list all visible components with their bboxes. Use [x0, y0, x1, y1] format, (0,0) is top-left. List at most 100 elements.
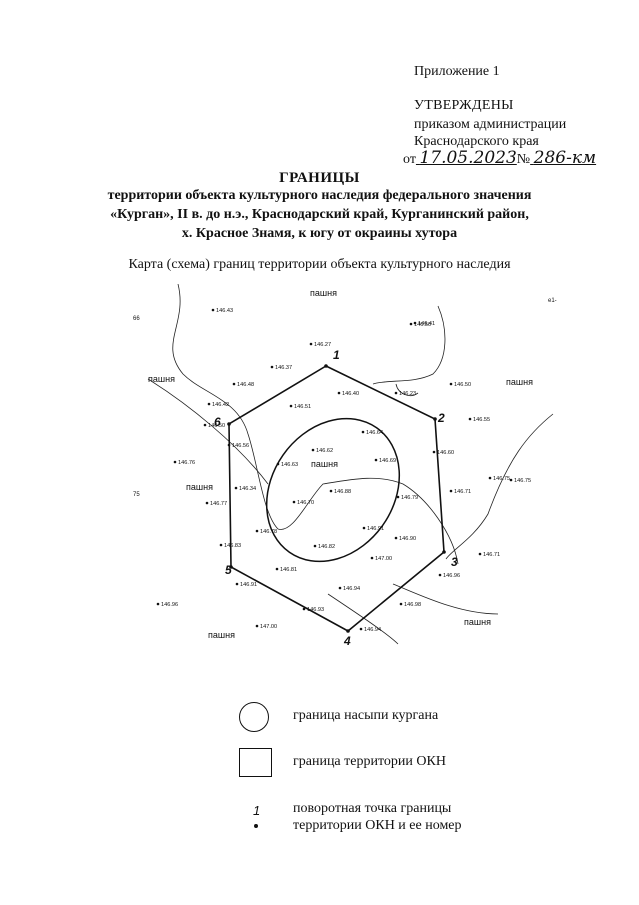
elevation-dot — [232, 382, 236, 386]
elevation-label: 146.50 — [208, 423, 225, 429]
elevation-dot — [337, 391, 341, 395]
elevation-dot — [275, 567, 279, 571]
elevation-dot — [488, 476, 492, 480]
elevation-label: 146.55 — [473, 417, 490, 423]
elevation-dot — [478, 552, 482, 556]
contour-line-main — [172, 284, 459, 565]
elevation-label: 146.98 — [404, 602, 421, 608]
turning-point-number: 1 — [333, 348, 340, 362]
contour-lines — [147, 284, 554, 645]
turning-point-number: 4 — [343, 634, 351, 648]
approval-date-line: от 17.05.2023№ 286-км — [403, 148, 596, 168]
elevation-label: 146.71 — [454, 489, 471, 495]
edge-label: 75 — [133, 492, 140, 498]
field-label: пашня — [506, 377, 533, 387]
elevation-dot — [255, 624, 259, 628]
elevation-dot — [449, 489, 453, 493]
annex-label: Приложение 1 — [414, 64, 500, 79]
elevation-label: 146.42 — [212, 402, 229, 408]
edge-label: 66 — [133, 316, 140, 322]
legend-point-line-2: территории ОКН и ее номер — [293, 818, 462, 833]
elevation-label: 146.50 — [414, 322, 431, 328]
elevation-dot — [396, 495, 400, 499]
elevation-dot — [413, 321, 417, 325]
mound-boundary — [265, 417, 401, 563]
document-title: ГРАНИЦЫ — [279, 170, 360, 186]
elevation-dot — [173, 460, 177, 464]
elevation-dot — [205, 501, 209, 505]
field-label: пашня — [311, 459, 338, 469]
contour-line-east — [445, 413, 554, 560]
elevation-dot — [270, 365, 274, 369]
elevation-dot — [509, 478, 513, 482]
order-date: 17.05.2023 — [419, 148, 517, 168]
elevation-label: 146.69 — [379, 458, 396, 464]
elevation-label: 146.77 — [210, 501, 227, 507]
turning-point-number: 3 — [451, 555, 458, 569]
title-line-2: «Курган», II в. до н.э., Краснодарский к… — [110, 207, 529, 222]
elevation-dot — [302, 607, 306, 611]
elevation-dot — [219, 543, 223, 547]
elevation-label: 146.40 — [342, 391, 359, 397]
turning-point-dot — [227, 422, 231, 426]
legend-point-number: 1 — [253, 803, 261, 818]
elevation-dot — [338, 586, 342, 590]
elevation-dot — [370, 556, 374, 560]
elevation-label: 146.75 — [514, 478, 531, 484]
elevation-dot — [203, 423, 207, 427]
contour-line-southeast — [392, 583, 499, 615]
order-number: 286-км — [533, 148, 597, 168]
elevation-label: 146.83 — [224, 543, 241, 549]
legend-point-label: поворотная точка границы территории ОКН … — [293, 800, 462, 834]
elevation-label: 146.34 — [239, 486, 256, 492]
elevation-label: 146.60 — [437, 450, 454, 456]
elevation-dot — [329, 489, 333, 493]
elevation-dot — [235, 582, 239, 586]
contour-line-northeast — [372, 305, 446, 385]
elevation-dot — [409, 322, 413, 326]
elevation-marks: 146.43146.27146.41146.37146.48146.42146.… — [156, 308, 531, 633]
approval-line-2: приказом администрации — [414, 117, 567, 132]
elevation-dot — [449, 382, 453, 386]
elevation-dot — [292, 500, 296, 504]
elevation-label: 146.88 — [334, 489, 351, 495]
elevation-label: 146.62 — [316, 448, 333, 454]
turning-point-number: 6 — [214, 415, 221, 429]
elevation-label: 146.43 — [216, 308, 233, 314]
elevation-dot — [438, 573, 442, 577]
field-label: пашня — [208, 630, 235, 640]
legend-point-dot-icon — [254, 824, 258, 828]
elevation-dot — [276, 462, 280, 466]
elevation-label: 146.27 — [314, 342, 331, 348]
elevation-label: 146.82 — [318, 544, 335, 550]
legend-territory-label: граница территории ОКН — [293, 754, 446, 769]
elevation-label: 146.81 — [280, 567, 297, 573]
elevation-label: 146.75 — [493, 476, 510, 482]
approved-label: УТВЕРЖДЕНЫ — [414, 98, 514, 113]
elevation-dot — [394, 536, 398, 540]
contour-line-south — [327, 593, 399, 645]
field-label: пашня — [186, 482, 213, 492]
elevation-label: 146.71 — [483, 552, 500, 558]
elevation-dot — [374, 458, 378, 462]
elevation-label: 146.91 — [240, 582, 257, 588]
elevation-label: 146.78 — [260, 529, 277, 535]
map-caption: Карта (схема) границ территории объекта … — [128, 257, 511, 272]
elevation-label: 146.90 — [399, 536, 416, 542]
number-prefix: № — [516, 152, 531, 167]
turning-point-dot — [442, 550, 446, 554]
date-prefix: от — [403, 152, 416, 167]
elevation-label: 146.96 — [443, 573, 460, 579]
elevation-label: 146.96 — [161, 602, 178, 608]
elevation-dot — [156, 602, 160, 606]
elevation-dot — [211, 308, 215, 312]
turning-point-number: 2 — [437, 411, 445, 425]
elevation-dot — [207, 402, 211, 406]
elevation-label: 146.56 — [232, 443, 249, 449]
elevation-label: 146.63 — [281, 462, 298, 468]
elevation-label: 146.70 — [297, 500, 314, 506]
legend-square-icon — [239, 748, 272, 777]
turning-point-dot — [433, 417, 437, 421]
